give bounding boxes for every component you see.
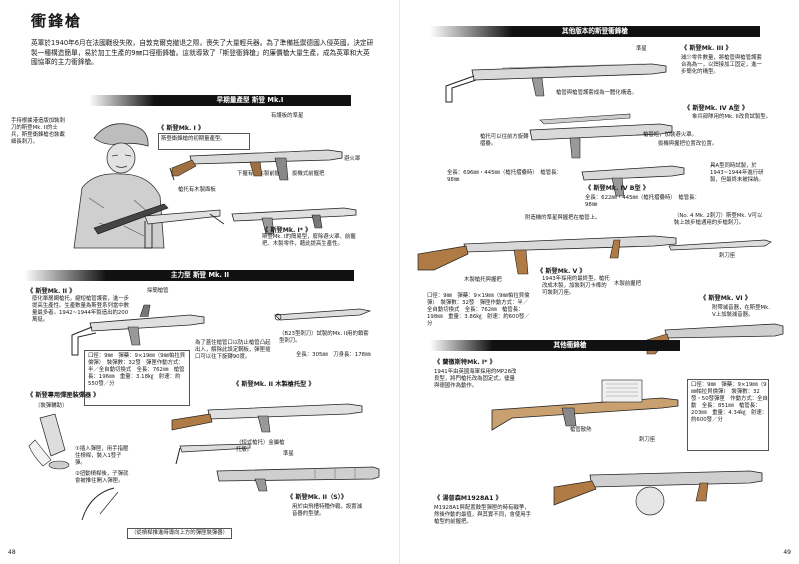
sten-mk2-illustration <box>71 304 205 356</box>
thompson-illustration <box>553 470 763 516</box>
section-heading-early: 早期量產型 斯登 Mk.I <box>216 96 284 104</box>
mk1-title: 《 斯登Mk. I 》 <box>158 125 205 132</box>
sten-mk4a-illustration <box>529 113 673 159</box>
mk2-specs: 口徑：9㎜ 彈藥：9×19㎜（9㎜帕拉貝倫彈） 裝彈數：32發 彈匣作動方式：半… <box>88 353 186 388</box>
mk4a-label-pistol: 扳機與握把位置改位置。 <box>658 141 718 147</box>
lanchester-specs: 口徑：9㎜ 彈藥：9×19㎜（9㎜帕拉貝倫彈） 裝彈數：32發・50發彈匣 作動… <box>691 382 768 424</box>
mk1-label-trigger: 扳機式前握把 <box>292 171 325 177</box>
lanchester-label-mag: 槍管散熱 <box>570 427 592 433</box>
lanchester-desc: 1941年由英國海軍採用的MP28改良型，將門槍托改為固定式，儘量與德國作為動作… <box>434 369 517 390</box>
lanchester-title: 《 蘭徹斯特Mk. I* 》 <box>434 359 496 366</box>
mk4a-desc: 傘兵部隊用的Mk. II改良試製型。 <box>692 114 772 120</box>
no4-bayonet-illustration <box>668 239 772 251</box>
sten-mk2s-illustration <box>216 466 380 492</box>
thompson-desc: M1928A1與配置鼓型彈匣的時有戰爭，然後作動的最值，與其實不同，會使用手槍型… <box>434 505 532 526</box>
page-number-right: 49 <box>783 549 791 556</box>
right-page: 其他版本的斯登衝鋒槍 準星 《 斯登Mk. III 》 減少零件數量，將槍管與槍… <box>400 0 799 564</box>
mk1star-title: 《 斯登Mk. I* 》 <box>262 227 312 234</box>
sten-mk5-illustration <box>417 235 677 275</box>
section-heading-main: 主力型 斯登 Mk. II <box>170 271 230 279</box>
mk3-desc: 減少零件數量，將槍管與槍管護套合為為一，以焊接加工固定，進一步簡化的構型。 <box>681 55 762 76</box>
mk4b-title: 《 斯登Mk. IV B型 》 <box>585 185 649 192</box>
mag-caption: （從槓桿推進時導向上方的彈匣裝彈器） <box>127 528 233 539</box>
magazine-loader-illustration-1 <box>28 413 66 467</box>
section-heading-other: 其他版本的斯登衝鋒槍 <box>562 27 628 35</box>
section-bar-bg-4 <box>430 340 680 351</box>
mk1-label-flash: 有護板的準星 <box>271 113 304 119</box>
mk4a-title: 《 斯登Mk. IV A型 》 <box>684 105 749 112</box>
mk2-bayonet-caption: （B23型刺刀）試製的Mk. II用的鎖套型刺刀。 <box>279 331 369 345</box>
mk4a-label-muzzle: 槍管短，加裝避火罩。 <box>643 132 697 138</box>
thompson-title: 《 湯普森M1928A1 》 <box>434 495 502 502</box>
mk3-title: 《 斯登Mk. III 》 <box>681 45 732 52</box>
mk1star-desc: 斯登Mk. I的簡易型，廢除避火罩、前握把、木製零件，藉此提高生產性。 <box>262 234 356 248</box>
bayonet-illustration <box>274 308 372 321</box>
mk4a-label-grip: 槍托可以往前方旋轉摺疊。 <box>480 134 529 148</box>
mk2wood-note: （短式槍托）金屬槍托版。 <box>236 440 285 454</box>
sten-mk6-illustration <box>646 323 784 355</box>
mk2-title: 《 斯登Mk. II 》 <box>27 288 76 295</box>
mk2-bayonet-spec: 全長：305㎜ 刀身長：178㎜ <box>296 352 371 358</box>
section-bar-bg <box>89 95 351 106</box>
mk5-specs: 口徑：9㎜ 彈藥：9×19㎜（9㎜帕拉貝倫彈） 裝彈數：32發 彈匣作動方式：半… <box>427 293 530 328</box>
mk6-title: 《 斯登Mk. VI 》 <box>700 295 751 302</box>
mk5-label-no4: （No. 4 Mk. 2刺刀）斯登Mk. V可以裝上該步槍通用的步槍刺刀。 <box>674 213 763 227</box>
mk1-desc: 斯登衝鋒槍的初期量產型。 <box>161 136 226 142</box>
mk3-label-shroud: 槍管與槍管護套成為一體化構造。 <box>556 90 637 96</box>
mk2-label-sight: 採簡槍管 <box>147 288 169 294</box>
mk5-title: 《 斯登Mk. V 》 <box>537 268 586 275</box>
sten-mk1-stock-illustration <box>144 209 225 249</box>
mk2s-desc: 用於由飛槽特種作戰，設置減音器的型號。 <box>292 504 363 518</box>
round-icon <box>48 460 70 470</box>
mk1-label-flash-hider: 避火罩 <box>344 156 361 162</box>
lanchester-spec-box: 口徑：9㎜ 彈藥：9×19㎜（9㎜帕拉貝倫彈） 裝彈數：32發・50發彈匣 作動… <box>687 379 769 451</box>
mag-sub: 〔裝彈輔助〕 <box>35 403 68 409</box>
short-stock-illustration <box>175 443 251 465</box>
mag-step2: ②扭動槓桿後，子彈就會被推往開入彈匣。 <box>75 471 129 485</box>
mag-step1: ①插入彈匣，用手指壓住槓桿，裝入1發子彈。 <box>75 446 129 467</box>
sten-mk4b-illustration <box>581 165 685 197</box>
mk2-desc: 廢化單層網槍托，縮短槍管護套，進一步提高生產性。生產數量為斯登系列當中數量最多者… <box>32 296 130 324</box>
mk5-desc: 1943年採用的最終型，槍托改成木製，加裝刺刀卡榫的可裝刺刀座。 <box>542 276 610 297</box>
mk2-spec-box: 口徑：9㎜ 彈藥：9×19㎜（9㎜帕拉貝倫彈） 裝彈數：32發 彈匣作動方式：半… <box>84 350 190 406</box>
page-gutter <box>399 0 400 564</box>
soldier-note: 手持根據港造版加裝刺刀的斯登Mk. II的士兵，斯登衝鋒槍也裝載細長刺刀。 <box>11 118 65 146</box>
mk4a-specs: 全長：696㎜・445㎜（槍托摺疊時） 槍管長：98㎜ <box>447 170 562 184</box>
mk4b-desc: 具A型同時試製，於1943~1944年進行研製，但最終未被採納。 <box>710 163 764 184</box>
sten-mk2-wood-illustration <box>171 403 363 433</box>
magazine-loader-illustration-2 <box>81 487 119 521</box>
mk5-label-grip: 木製前握把 <box>614 281 641 287</box>
mk2wood-title: 《 斯登Mk. II 木製槍托型 》 <box>233 381 315 388</box>
sten-mk1star-illustration <box>231 207 357 235</box>
mk1-label-stock: 槍托有木製面板 <box>178 187 216 193</box>
page-title: 衝鋒槍 <box>31 12 83 30</box>
mk6-desc: 附帶滅音器，在斯登Mk. V上加裝減音器。 <box>712 305 771 319</box>
mk2-bayonet-note: 為了蓋住槍管口以防止槍管凸起出入，解除此設定鋼板，彈匣插口可以往下旋轉90度。 <box>195 340 271 361</box>
lanchester-label-bayonet: 刺刀座 <box>639 437 656 443</box>
sten-mk1-illustration <box>169 149 343 181</box>
page-number-left: 48 <box>8 549 16 556</box>
mk5-label-bayonet-lug: 刺刀座 <box>719 253 736 259</box>
section-bar-bg-2 <box>24 270 354 281</box>
mk5-label-wood: 木製槍托與握把 <box>464 277 502 283</box>
mk1-desc-box: 斯登衝鋒槍的初期量產型。 <box>158 133 250 150</box>
section-bar-bg-3 <box>430 26 760 37</box>
soldier-illustration <box>73 123 169 249</box>
mag-title: 《 斯登專用彈匣裝彈器 》 <box>27 392 100 399</box>
section-heading-others: 其他衝鋒槍 <box>553 341 587 349</box>
mk4b-specs: 全長：622㎜・445㎜（槍托摺疊時） 槍管長：98㎜ <box>585 195 700 209</box>
lanchester-illustration <box>491 379 679 431</box>
intro-paragraph: 英軍於1940年6月在法國戰役失敗，自敦克爾克撤退之際，喪失了大量輕兵器。為了準… <box>31 39 374 67</box>
mk5-label-bayonet: 附造機的準星與握把在槍管上。 <box>525 215 601 221</box>
mk2s-label-front: 準星 <box>283 451 294 457</box>
mk2s-title: 《 斯登Mk. II（S）》 <box>287 494 348 501</box>
sten-mk3-illustration <box>445 63 667 103</box>
mk3-label-front: 準星 <box>636 46 647 52</box>
left-page: 衝鋒槍 英軍於1940年6月在法國戰役失敗，自敦克爾克撤退之際，喪失了大量輕兵器… <box>0 0 399 564</box>
